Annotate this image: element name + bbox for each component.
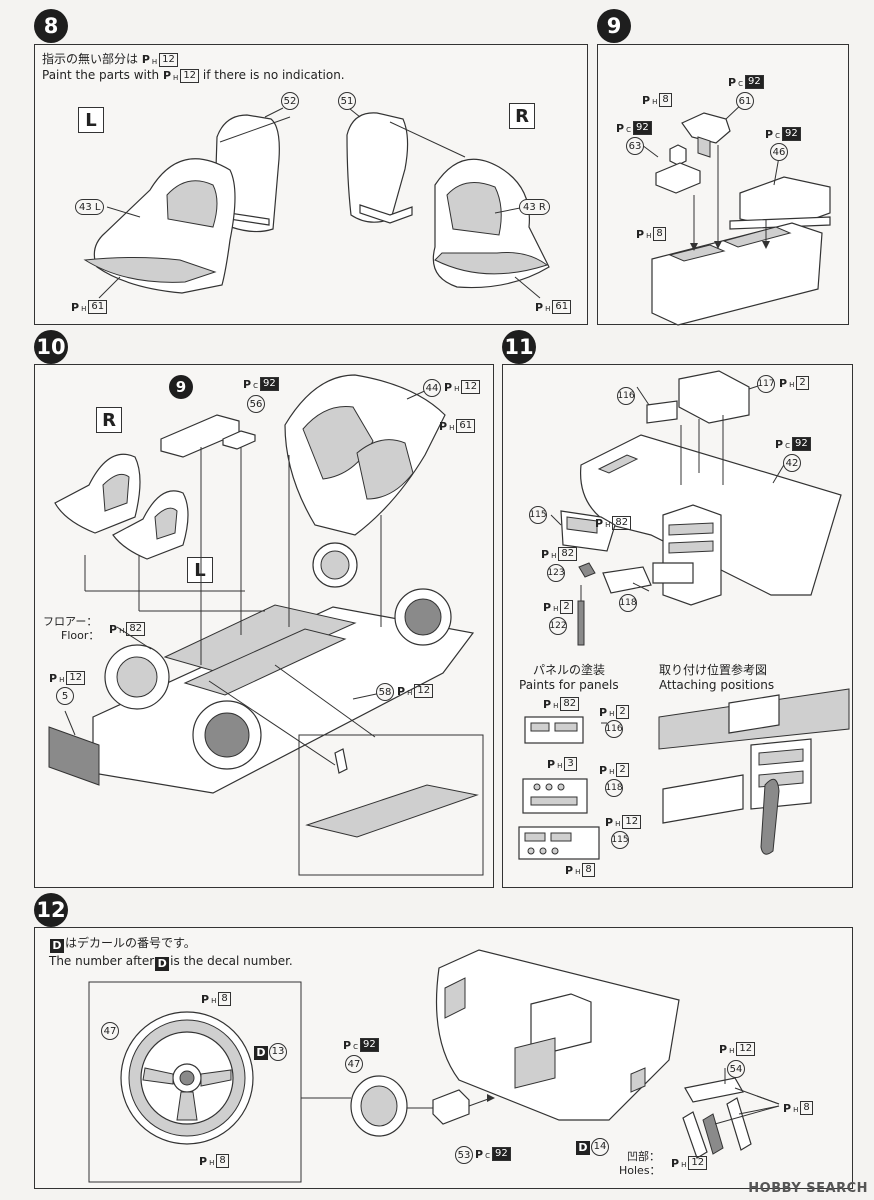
panels-title-en: Paints for panels [519, 678, 619, 692]
part-53-label: 53 [455, 1146, 473, 1164]
part-46-label: 46 [770, 143, 788, 161]
step-9-console-drawing [641, 100, 831, 326]
part-54-label: 54 [727, 1060, 745, 1078]
step-10-panel: 9 R L [34, 364, 494, 888]
holes-label-jp: 凹部： [627, 1150, 660, 1163]
step-10-badge: 10 [34, 330, 68, 364]
step-12-steering-drawing [88, 949, 780, 1183]
part-43l-label: 43 L [75, 199, 105, 215]
panel-115-label: 115 [611, 831, 629, 849]
step-8-badge: 8 [34, 9, 68, 43]
part-116-label: 116 [617, 387, 635, 405]
part-56-label: 56 [247, 395, 265, 413]
part-61-label: 61 [736, 92, 754, 110]
part-122-label: 122 [549, 617, 567, 635]
panel-116-label: 116 [605, 720, 623, 738]
floor-label-en: Floor： [61, 629, 100, 642]
holes-label-en: Holes： [619, 1164, 661, 1177]
floor-label-jp: フロアー： [43, 615, 98, 628]
part-42-label: 42 [783, 454, 801, 472]
side-left-label: L [78, 107, 104, 133]
side-left-label: L [187, 557, 213, 583]
step-8-seats-drawing [83, 104, 550, 299]
panel-118-label: 118 [605, 779, 623, 797]
part-52-label: 52 [281, 92, 299, 110]
part-47-label: 47 [101, 1022, 119, 1040]
panels-title-jp: パネルの塗装 [533, 663, 606, 677]
part-58-label: 58 [376, 683, 394, 701]
step-12-badge: 12 [34, 893, 68, 927]
part-43r-label: 43 R [519, 199, 550, 215]
part-123-label: 123 [547, 564, 565, 582]
attach-title-jp: 取り付け位置参考図 [659, 663, 768, 677]
watermark: HOBBY SEARCH [748, 1181, 868, 1196]
part-5-label: 5 [56, 687, 74, 705]
part-63-label: 63 [626, 137, 644, 155]
side-right-label: R [509, 103, 535, 129]
part-51-label: 51 [338, 92, 356, 110]
step-10-chassis-drawing [48, 374, 484, 876]
step-9-reference: 9 [169, 375, 193, 399]
step-11-dashboard-drawing [518, 370, 850, 860]
part-44-label: 44 [423, 379, 441, 397]
attach-title-en: Attaching positions [659, 678, 775, 692]
side-right-label: R [96, 407, 122, 433]
part-118-label: 118 [619, 594, 637, 612]
part-47-small-label: 47 [345, 1055, 363, 1073]
part-117-label: 117 [757, 375, 775, 393]
step-11-badge: 11 [502, 330, 536, 364]
part-115-label: 115 [529, 506, 547, 524]
step-9-badge: 9 [597, 9, 631, 43]
